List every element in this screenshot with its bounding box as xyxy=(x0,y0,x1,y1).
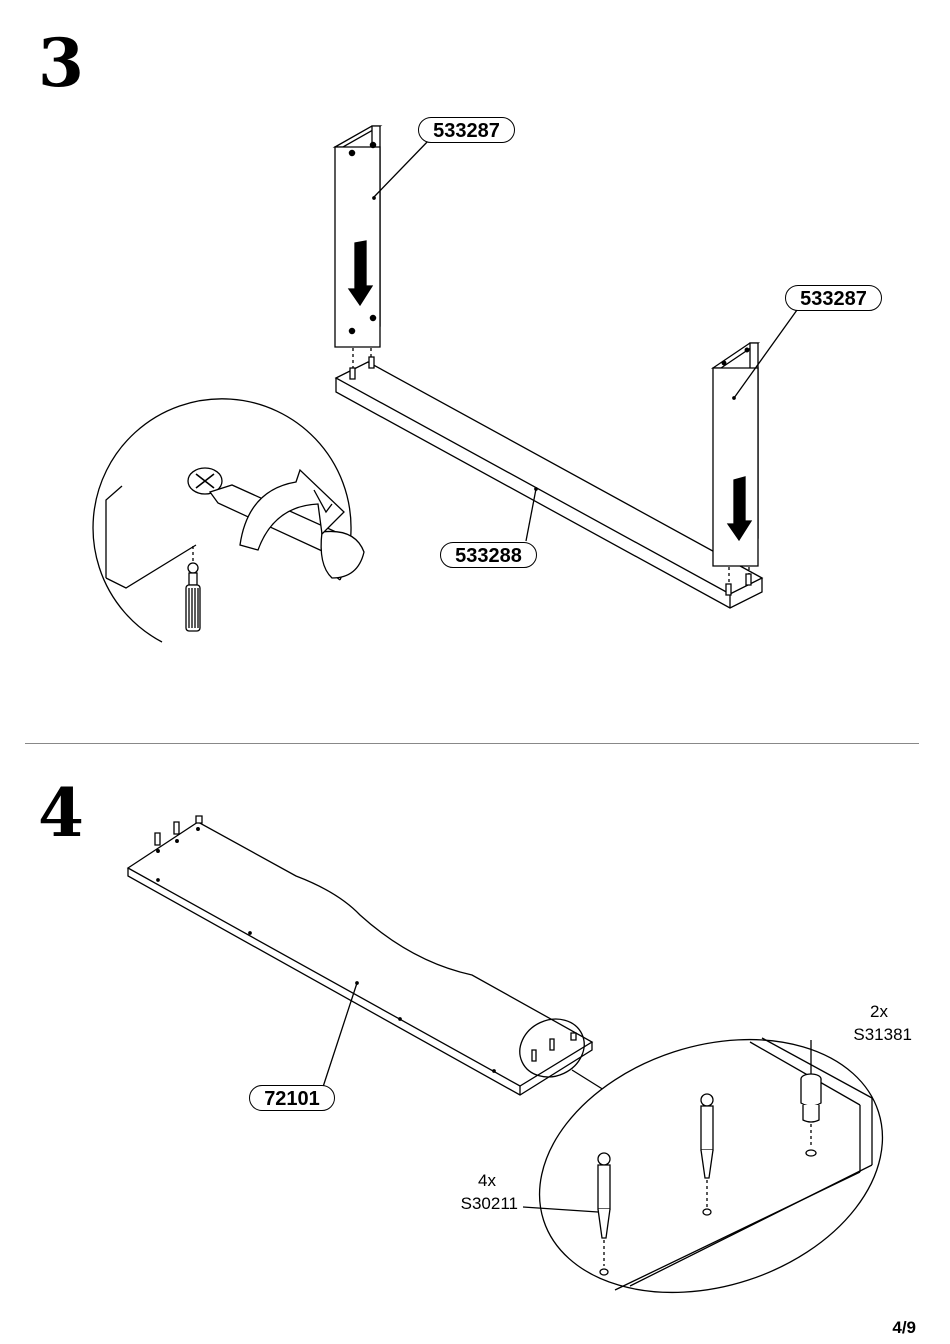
desk-top-board-drawing xyxy=(128,816,594,1095)
cam-bolt-quantity: 4x xyxy=(430,1170,496,1191)
cam-bolt-part-code: S30211 xyxy=(430,1193,518,1214)
part-label-533287-left: 533287 xyxy=(418,117,515,143)
part-label-533287-right: 533287 xyxy=(785,285,882,311)
dowel-quantity: 2x xyxy=(820,1001,888,1022)
part-label-72101: 72101 xyxy=(249,1085,335,1111)
screwdriver-detail-drawing xyxy=(93,399,364,642)
dowel-part-code: S31381 xyxy=(820,1024,912,1045)
part-label-533288: 533288 xyxy=(440,542,537,568)
base-panel-drawing xyxy=(336,362,762,608)
left-side-panel-drawing xyxy=(335,126,380,379)
right-side-panel-drawing xyxy=(713,343,758,595)
page-number: 4/9 xyxy=(892,1318,916,1338)
